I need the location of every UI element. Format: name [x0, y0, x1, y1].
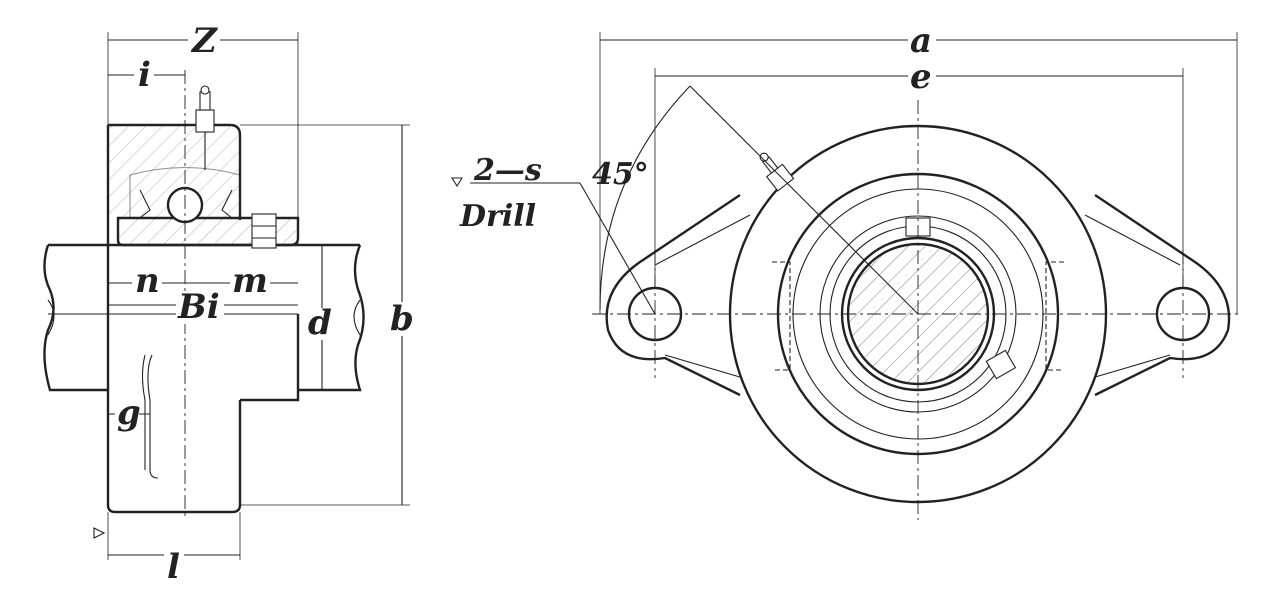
flange-outline	[605, 194, 1231, 397]
label-hole-count: 2—s	[473, 153, 542, 188]
seal-mark-right	[1045, 261, 1064, 371]
set-screw-side	[251, 213, 277, 249]
label-g: g	[117, 393, 141, 433]
side-view: Z i n m Bi d b g l	[43, 21, 416, 587]
set-screw-front-side	[985, 349, 1017, 380]
label-b: b	[390, 299, 414, 339]
label-45-degrees: 45°	[592, 157, 649, 192]
label-z: Z	[190, 21, 218, 61]
flange-inner-edges	[654, 214, 1181, 381]
label-a: a	[910, 21, 932, 61]
label-d: d	[308, 303, 332, 343]
seal-lip-detail-inner	[141, 354, 146, 470]
label-l: l	[167, 547, 180, 587]
seal-mark-left	[772, 261, 791, 371]
side-view-labels: Z i n m Bi d b g l	[115, 21, 416, 587]
label-m: m	[232, 261, 268, 301]
front-view: a e 45° 2—s Drill	[451, 21, 1240, 520]
label-n: n	[135, 261, 160, 301]
grease-nipple-side	[195, 85, 215, 170]
shaft-side	[43, 243, 365, 392]
label-e: e	[910, 57, 932, 97]
front-view-labels: a e 45° 2—s Drill	[459, 21, 936, 234]
label-bi: Bi	[177, 287, 220, 327]
label-drill: Drill	[459, 199, 536, 234]
seal-lip-detail	[147, 354, 159, 479]
label-i: i	[138, 55, 151, 95]
